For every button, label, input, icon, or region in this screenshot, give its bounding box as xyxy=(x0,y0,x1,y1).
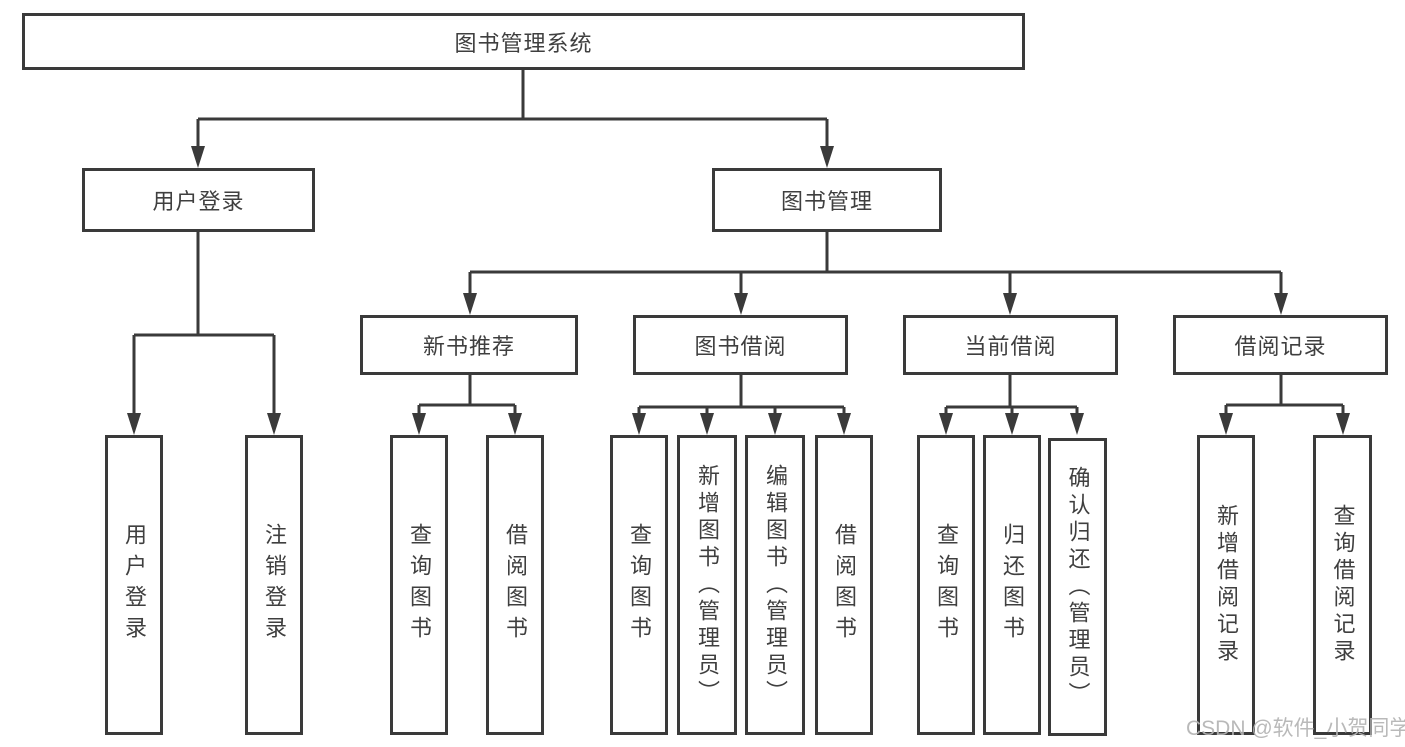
leaf-query-books-recommend: 查询图书 xyxy=(390,435,448,735)
leaf-query-books-borrow-label: 查询图书 xyxy=(627,523,652,647)
leaf-borrow-books-recommend-label: 借阅图书 xyxy=(503,523,528,647)
node-book-borrow: 图书借阅 xyxy=(633,315,848,375)
leaf-user-login: 用户登录 xyxy=(105,435,163,735)
arrow-leaf-8 xyxy=(837,413,851,435)
leaf-confirm-return-admin: 确认归还（管理员） xyxy=(1048,438,1107,736)
arrow-leaf-11 xyxy=(1070,413,1084,435)
arrowheads xyxy=(127,146,1350,435)
leaf-logout: 注销登录 xyxy=(245,435,303,735)
leaf-logout-label: 注销登录 xyxy=(262,523,287,647)
node-new-book-recommend: 新书推荐 xyxy=(360,315,578,375)
arrow-to-book-mgmt xyxy=(820,146,834,168)
arrow-leaf-2 xyxy=(267,413,281,435)
leaf-borrow-books: 借阅图书 xyxy=(815,435,873,735)
leaf-add-borrow-record-label: 新增借阅记录 xyxy=(1214,504,1239,666)
arrow-l3-2 xyxy=(734,293,748,315)
leaf-user-login-label: 用户登录 xyxy=(122,523,147,647)
leaf-query-books-borrow: 查询图书 xyxy=(610,435,668,735)
node-borrow-records: 借阅记录 xyxy=(1173,315,1388,375)
leaf-borrow-books-recommend: 借阅图书 xyxy=(486,435,544,735)
leaf-return-books: 归还图书 xyxy=(983,435,1041,735)
node-book-borrow-label: 图书借阅 xyxy=(694,334,787,359)
arrow-to-user-login xyxy=(191,146,205,168)
node-root-label: 图书管理系统 xyxy=(454,30,593,56)
leaf-confirm-return-admin-label: 确认归还（管理员） xyxy=(1065,465,1091,709)
arrow-leaf-13 xyxy=(1336,413,1350,435)
node-current-borrow: 当前借阅 xyxy=(903,315,1118,375)
arrow-l3-4 xyxy=(1274,293,1288,315)
node-book-management-label: 图书管理 xyxy=(780,189,873,214)
leaf-add-books-admin: 新增图书（管理员） xyxy=(677,435,737,735)
arrow-leaf-4 xyxy=(508,413,522,435)
leaf-query-books-current-label: 查询图书 xyxy=(934,523,959,647)
node-user-login: 用户登录 xyxy=(82,168,315,232)
arrow-leaf-6 xyxy=(700,413,714,435)
arrow-l3-1 xyxy=(463,293,477,315)
node-borrow-records-label: 借阅记录 xyxy=(1234,334,1327,359)
connector-strokes xyxy=(132,70,1345,414)
arrow-leaf-12 xyxy=(1219,413,1233,435)
node-root-system: 图书管理系统 xyxy=(22,13,1025,70)
leaf-query-books-recommend-label: 查询图书 xyxy=(407,523,432,647)
node-new-book-recommend-label: 新书推荐 xyxy=(422,334,515,359)
node-user-login-label: 用户登录 xyxy=(152,189,245,214)
leaf-borrow-books-label: 借阅图书 xyxy=(832,523,857,647)
leaf-query-borrow-record-label: 查询借阅记录 xyxy=(1330,504,1356,666)
leaf-return-books-label: 归还图书 xyxy=(1000,523,1025,647)
leaf-edit-books-admin-label: 编辑图书（管理员） xyxy=(763,463,788,707)
arrow-leaf-9 xyxy=(939,413,953,435)
arrow-leaf-7 xyxy=(768,413,782,435)
arrow-leaf-10 xyxy=(1005,413,1019,435)
leaf-add-borrow-record: 新增借阅记录 xyxy=(1197,435,1255,735)
arrow-leaf-3 xyxy=(412,413,426,435)
leaf-edit-books-admin: 编辑图书（管理员） xyxy=(745,435,805,735)
leaf-add-books-admin-label: 新增图书（管理员） xyxy=(695,463,720,707)
node-book-management: 图书管理 xyxy=(712,168,942,232)
arrow-l3-3 xyxy=(1003,293,1017,315)
arrow-leaf-5 xyxy=(632,413,646,435)
leaf-query-borrow-record: 查询借阅记录 xyxy=(1313,435,1372,735)
leaf-query-books-current: 查询图书 xyxy=(917,435,975,735)
arrow-leaf-1 xyxy=(127,413,141,435)
node-current-borrow-label: 当前借阅 xyxy=(964,334,1057,359)
